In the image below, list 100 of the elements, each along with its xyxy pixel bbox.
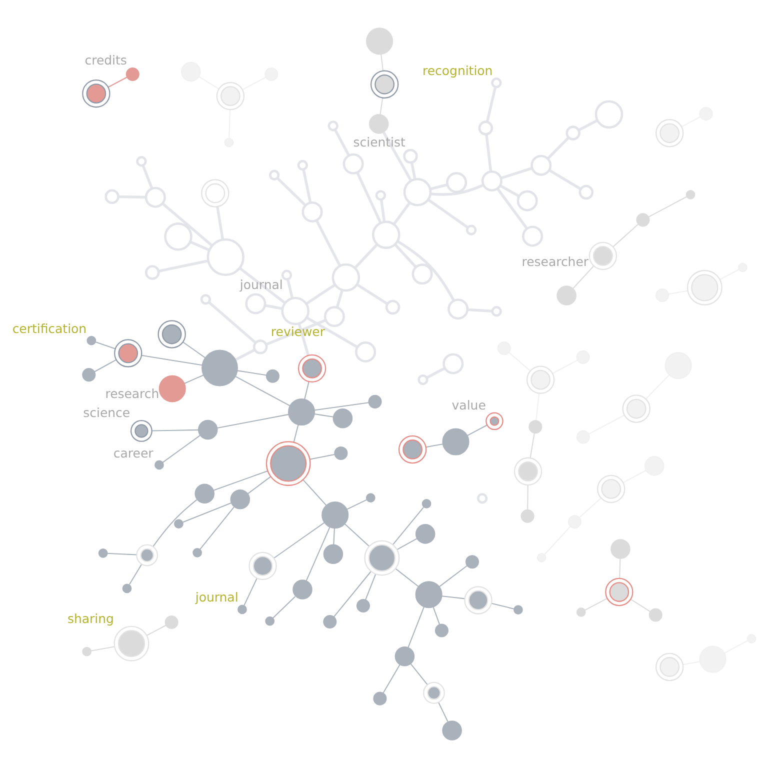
node-circle [324,306,345,328]
node-circle [356,598,370,612]
node-circle [528,420,542,434]
node-circle [298,354,326,383]
connector [485,134,492,172]
node-label: reviewer [270,324,325,339]
node-circle [476,493,488,504]
node-circle [104,189,120,204]
node-circle [194,484,214,504]
node-circle [415,524,436,544]
connector [380,98,384,114]
connector [234,348,256,362]
node-circle [370,70,399,98]
connector [286,278,294,299]
node-circle [252,340,268,354]
node-circle [164,222,192,251]
node-circle [686,270,722,306]
connector [298,323,310,356]
connector [630,598,650,612]
connector [336,290,344,308]
connector [316,220,342,266]
node-circle [248,552,277,580]
node-circle [368,394,382,408]
node-circle [364,540,400,576]
connector [380,54,384,71]
node-circle [481,170,502,192]
connector [530,433,535,458]
connector [426,367,446,379]
connector [468,308,492,312]
connector [681,116,701,128]
node-circle [114,339,142,368]
connector [392,507,424,545]
connector [302,169,312,203]
connector [508,352,531,372]
connector [365,574,376,600]
connector [162,202,213,247]
connector [152,429,198,432]
connector [392,202,411,225]
node-circle [82,646,92,656]
node-circle [238,604,247,614]
node-circle [373,692,387,706]
node-circle [136,544,158,566]
node-circle [82,79,110,108]
connector [584,598,608,611]
node-circle [442,353,464,374]
node-circle [82,368,96,382]
connector [306,527,330,581]
node-circle [610,539,630,559]
connector [90,646,114,652]
connector [247,476,271,494]
node-circle [520,509,534,523]
connector [94,359,116,372]
connector [648,196,688,218]
connector [198,76,219,90]
node-circle [158,375,186,402]
connector [182,502,232,523]
node-circle [198,420,218,440]
node-label: sharing [68,610,114,626]
connector [108,76,128,88]
node-circle [302,201,323,222]
connector [548,169,582,190]
connector [408,606,425,648]
node-circle [522,226,544,247]
node-circle [292,580,312,600]
node-circle [415,581,442,608]
node-label: recognition [422,63,493,78]
connector [622,470,646,483]
node-label: certification [12,320,87,336]
node-circle [636,213,650,227]
node-circle [216,82,245,110]
connector [578,119,598,132]
connector [547,136,570,160]
node-circle [412,264,433,285]
node-circle [144,186,166,208]
connector [438,702,448,722]
connector [200,506,234,550]
node-circle [588,242,618,270]
node-circle [686,190,696,200]
node-circle [526,366,555,394]
node-circle [130,420,152,442]
node-circle [122,584,132,594]
node-circle [297,160,308,171]
node-circle [366,493,376,502]
node-circle [464,586,492,614]
connector [152,499,198,547]
connector [395,568,419,587]
connector [646,374,670,400]
node-circle [366,28,394,55]
node-circle [434,624,448,638]
node-label: journal [195,590,238,605]
node-circle [114,626,150,662]
node-circle [448,298,469,320]
node-circle [465,555,479,569]
connector [396,240,455,302]
connector [142,164,154,189]
connector [274,522,324,558]
node-circle [478,120,494,136]
connector [146,624,166,636]
node-circle [265,616,275,626]
connector [491,602,514,610]
